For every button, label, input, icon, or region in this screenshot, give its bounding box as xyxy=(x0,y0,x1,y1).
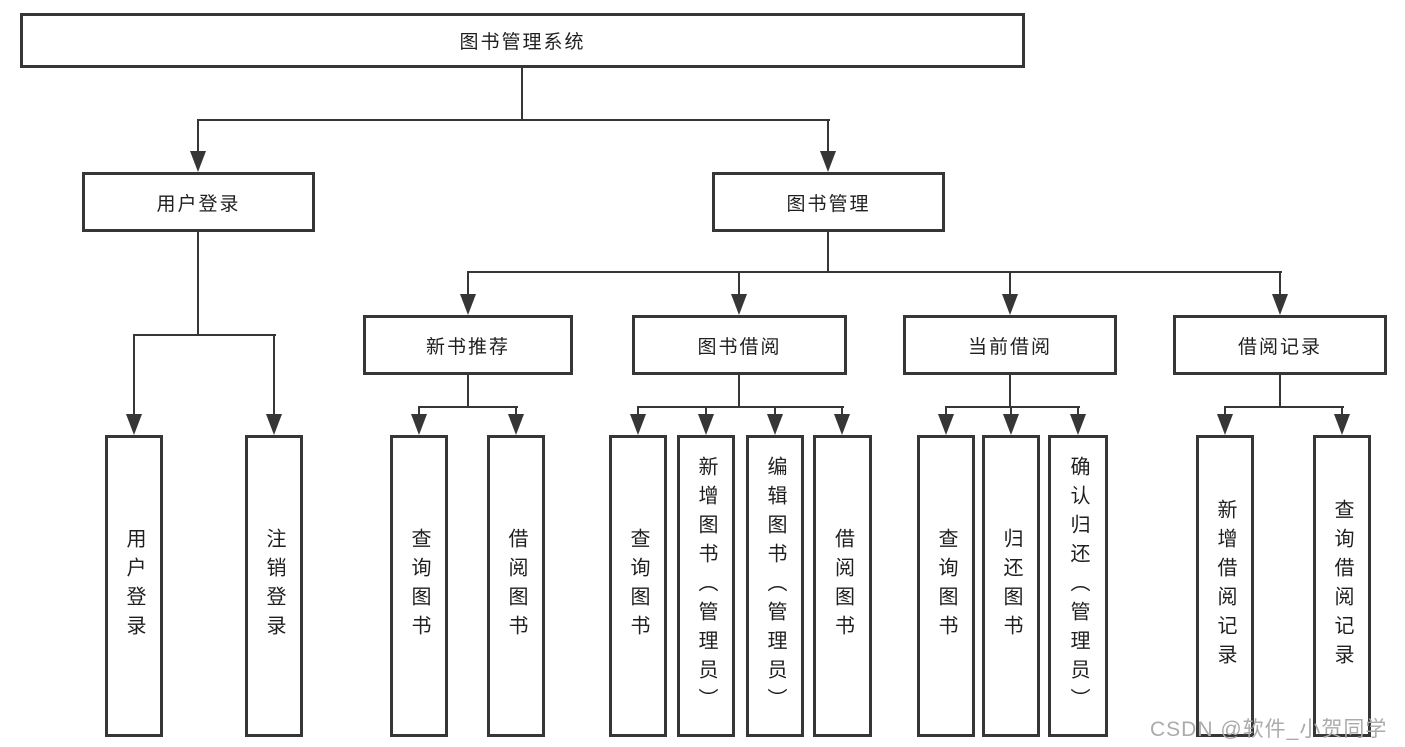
connector-line xyxy=(1279,375,1281,408)
connector-line xyxy=(1341,406,1343,420)
connector-line xyxy=(197,119,830,121)
connector-line xyxy=(133,334,135,420)
connector-line xyxy=(467,375,469,408)
arrow-down-icon xyxy=(1002,294,1018,315)
arrow-down-icon xyxy=(630,414,646,435)
node-borrow-records: 借阅记录 xyxy=(1173,315,1387,375)
node-book-borrow: 图书借阅 xyxy=(632,315,847,375)
leaf-confirm-return-admin: 确认归还（管理员） xyxy=(1048,435,1108,737)
arrow-down-icon xyxy=(834,414,850,435)
leaf-query-books-recommend: 查询图书 xyxy=(390,435,448,737)
connector-line xyxy=(705,406,707,420)
leaf-logout: 注销登录 xyxy=(245,435,303,737)
arrow-down-icon xyxy=(508,414,524,435)
connector-line xyxy=(1224,406,1226,420)
arrow-down-icon xyxy=(938,414,954,435)
connector-line xyxy=(841,406,843,420)
arrow-down-icon xyxy=(1217,414,1233,435)
arrow-down-icon xyxy=(411,414,427,435)
arrow-down-icon xyxy=(1334,414,1350,435)
connector-line xyxy=(738,271,740,299)
arrow-down-icon xyxy=(731,294,747,315)
leaf-query-books-current: 查询图书 xyxy=(917,435,975,737)
connector-line xyxy=(467,271,469,299)
arrow-down-icon xyxy=(460,294,476,315)
leaf-add-book-admin: 新增图书（管理员） xyxy=(677,435,735,737)
node-new-book-recommend: 新书推荐 xyxy=(363,315,573,375)
connector-line xyxy=(945,406,947,420)
node-current-borrow: 当前借阅 xyxy=(903,315,1117,375)
arrow-down-icon xyxy=(266,414,282,435)
connector-line xyxy=(1279,271,1281,299)
connector-line xyxy=(637,406,639,420)
arrow-down-icon xyxy=(1003,414,1019,435)
connector-line xyxy=(197,119,199,157)
leaf-user-login: 用户登录 xyxy=(105,435,163,737)
connector-line xyxy=(197,232,199,336)
connector-line xyxy=(827,232,829,273)
leaf-edit-book-admin: 编辑图书（管理员） xyxy=(746,435,804,737)
leaf-borrow-books-recommend: 借阅图书 xyxy=(487,435,545,737)
connector-line xyxy=(774,406,776,420)
arrow-down-icon xyxy=(698,414,714,435)
arrow-down-icon xyxy=(190,151,206,172)
connector-line xyxy=(515,406,517,420)
arrow-down-icon xyxy=(1272,294,1288,315)
connector-line xyxy=(1009,375,1011,408)
connector-line xyxy=(418,406,518,408)
connector-line xyxy=(738,375,740,408)
arrow-down-icon xyxy=(767,414,783,435)
node-book-management: 图书管理 xyxy=(712,172,945,232)
arrow-down-icon xyxy=(1070,414,1086,435)
leaf-borrow-books: 借阅图书 xyxy=(813,435,872,737)
connector-line xyxy=(521,68,523,120)
connector-line xyxy=(418,406,420,420)
connector-line xyxy=(1224,406,1344,408)
leaf-return-book: 归还图书 xyxy=(982,435,1040,737)
connector-line xyxy=(1077,406,1079,420)
leaf-add-borrow-record: 新增借阅记录 xyxy=(1196,435,1254,737)
connector-line xyxy=(1010,406,1012,420)
watermark: CSDN @软件_小贺同学 xyxy=(1150,718,1388,741)
connector-line xyxy=(133,334,276,336)
leaf-query-borrow-record: 查询借阅记录 xyxy=(1313,435,1371,737)
connector-line xyxy=(467,271,1282,273)
connector-line xyxy=(637,406,844,408)
connector-line xyxy=(273,334,275,420)
arrow-down-icon xyxy=(126,414,142,435)
arrow-down-icon xyxy=(820,151,836,172)
connector-line xyxy=(1009,271,1011,299)
node-root: 图书管理系统 xyxy=(20,13,1025,68)
connector-line xyxy=(827,119,829,157)
connector-line xyxy=(945,406,1080,408)
leaf-query-books-borrow: 查询图书 xyxy=(609,435,667,737)
node-user-login: 用户登录 xyxy=(82,172,315,232)
